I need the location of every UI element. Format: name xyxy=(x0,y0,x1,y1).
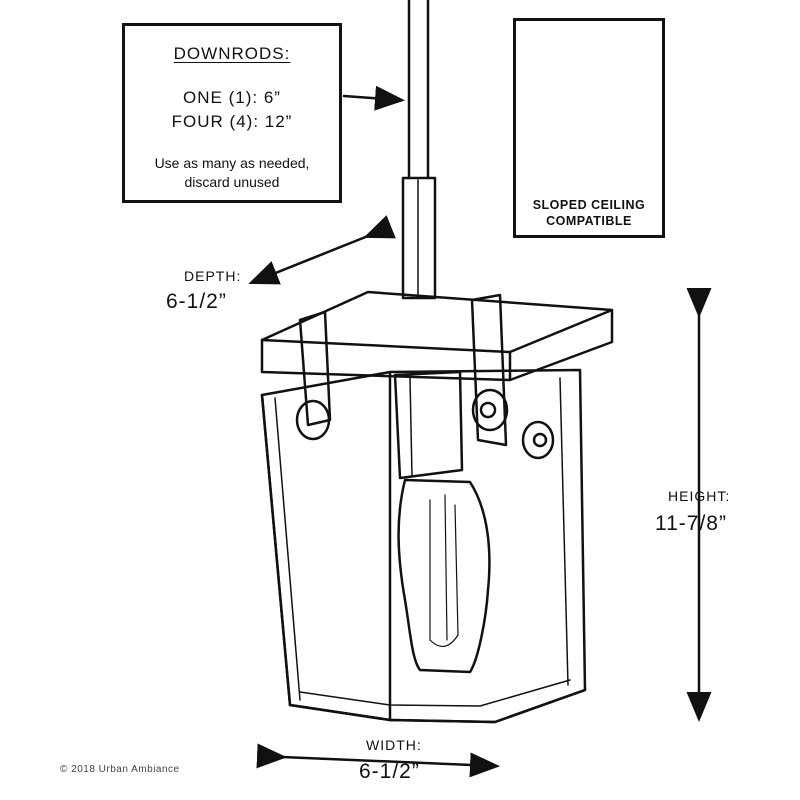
sloped-ceiling-line-2: COMPATIBLE xyxy=(546,214,632,228)
depth-arrow xyxy=(248,215,396,285)
edison-bulb xyxy=(397,478,491,674)
downrods-title: DOWNRODS: xyxy=(173,44,291,63)
downrods-line-one: ONE (1): 6” xyxy=(183,88,281,107)
sloped-ceiling-caption: SLOPED CEILING COMPATIBLE xyxy=(516,197,662,229)
width-arrow xyxy=(256,743,500,778)
width-label: WIDTH: xyxy=(366,737,422,753)
sloped-ceiling-box: SLOPED CEILING COMPATIBLE xyxy=(513,18,665,238)
depth-label: DEPTH: xyxy=(184,268,242,284)
downrod-pointer-arrow xyxy=(342,85,405,111)
knobs xyxy=(295,388,555,460)
downrods-line-four: FOUR (4): 12” xyxy=(171,112,293,131)
sloped-ceiling-line-1: SLOPED CEILING xyxy=(532,198,646,212)
bulb-socket xyxy=(393,370,464,480)
copyright-text: © 2018 Urban Ambiance xyxy=(60,764,180,775)
height-value: 11-7/8” xyxy=(655,512,727,535)
downrods-note-2: discard unused xyxy=(184,174,280,190)
downrods-info-box: DOWNRODS: ONE (1): 6” FOUR (4): 12” Use … xyxy=(122,23,342,203)
width-value: 6-1/2” xyxy=(359,760,420,783)
depth-value: 6-1/2” xyxy=(166,290,227,313)
top-canopy xyxy=(260,290,614,382)
height-label: HEIGHT: xyxy=(668,488,731,504)
downrods-note-1: Use as many as needed, xyxy=(154,155,310,171)
downrod xyxy=(401,0,437,300)
glass-shade xyxy=(260,368,587,724)
